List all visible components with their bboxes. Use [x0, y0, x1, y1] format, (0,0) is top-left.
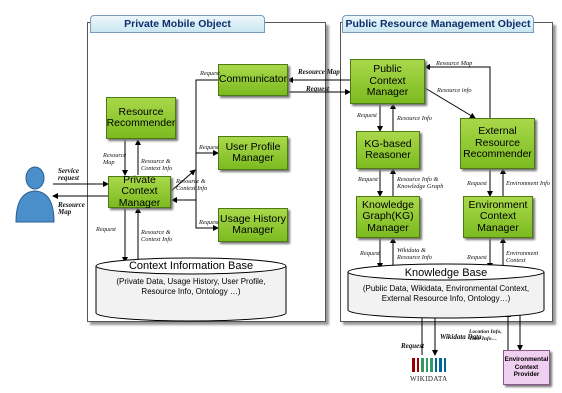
- erm-environment-info-label: Environment Info: [506, 180, 551, 187]
- wikidata-request-label: Request: [401, 342, 424, 350]
- public-resource-management-title: Public Resource Management Object: [342, 15, 534, 33]
- kg-based-reasoner-box: KG-based Reasoner: [356, 131, 420, 169]
- ecm-environment-context-label: Environment Context: [506, 250, 539, 264]
- request-communicator-label: Request: [200, 70, 220, 77]
- kgm-wikidata-resource-info-label: Wikidata & Resource Info: [397, 247, 432, 261]
- knowledge-base-contents: (Public Data, Wikidata, Environmental Co…: [362, 284, 530, 303]
- kgm-request-label: Request: [360, 250, 380, 257]
- rr-resource-map-label: Resource Map: [103, 152, 127, 166]
- wikidata-logo-icon: [412, 358, 446, 372]
- user-icon: [15, 166, 55, 223]
- pcm-db-resource-context-info-label: Resource & Context Info: [141, 229, 173, 243]
- erm-request-label: Request: [467, 180, 487, 187]
- pcm-request-label: Request: [357, 112, 377, 119]
- private-context-manager-box: Private Context Manager: [108, 174, 171, 209]
- wikidata-data-label: Wikidata Data: [440, 333, 482, 341]
- request-upm-label: Request: [199, 144, 219, 151]
- kgr-request-label: Request: [358, 176, 378, 183]
- resource-recommender-box: Resource Recommender: [106, 97, 176, 139]
- usage-history-manager-box: Usage History Manager: [218, 208, 288, 242]
- context-information-base-contents: (Private Data, Usage History, User Profi…: [116, 277, 266, 296]
- knowledge-base: [347, 263, 545, 319]
- pub-resource-info-label: Resource info: [437, 87, 472, 94]
- link-request-label: Request: [306, 85, 329, 93]
- external-resource-recommender-box: External Resource Recommender: [460, 118, 535, 169]
- pcm-resource-info-label: Resource Info: [397, 115, 432, 122]
- pub-resource-map-label: Resource Map: [436, 60, 473, 67]
- user-profile-manager-box: User Profile Manager: [218, 136, 288, 170]
- location-info-label: Location Info, Time Info…: [469, 329, 502, 342]
- public-context-manager-box: Public Context Manager: [350, 59, 425, 104]
- wikidata-logo-text: WIKIDATA: [410, 375, 448, 383]
- rr-resource-context-info-label: Resource & Context Info: [141, 158, 173, 172]
- request-uhm-label: Request: [199, 219, 219, 226]
- knowledge-base-title: Knowledge Base: [404, 267, 488, 279]
- pcm-db-request-label: Request: [96, 226, 116, 233]
- private-mobile-object-title: Private Mobile Object: [90, 15, 265, 33]
- knowledge-graph-manager-box: Knowledge Graph(KG) Manager: [356, 196, 420, 238]
- service-request-label: Service request: [58, 167, 79, 182]
- ecm-request-label: Request: [467, 254, 487, 261]
- context-information-base-title: Context Information Base: [128, 260, 254, 272]
- pcm-resource-context-info-label: Resource & Context Info: [176, 178, 208, 192]
- environment-context-manager-box: Environment Context Manager: [463, 196, 533, 238]
- link-resource-map-label: Resource Map: [298, 68, 340, 76]
- environmental-context-provider-box: Environmental Context Provider: [503, 350, 550, 385]
- communicator-box: Communicator: [218, 64, 288, 96]
- context-information-base: [95, 257, 287, 322]
- resource-map-user-label: Resource Map: [58, 201, 85, 216]
- kgr-resource-info-kg-label: Resource Info & Knowledge Graph: [397, 176, 444, 190]
